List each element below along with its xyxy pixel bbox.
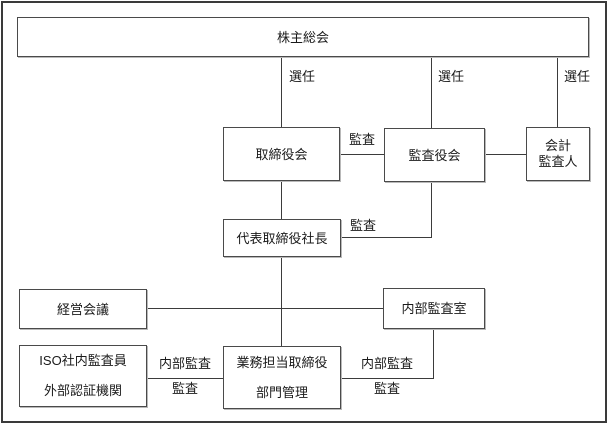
node-internal-audit-office: 内部監査室 xyxy=(383,288,485,329)
edge-label-audit-board-directors: 監査 xyxy=(349,132,376,147)
node-board-of-auditors: 監査役会 xyxy=(384,128,485,182)
connector-management-internal-audit xyxy=(147,308,383,309)
node-label-line1: ISO社内監査員 xyxy=(39,353,127,368)
node-label: 内部監査室 xyxy=(401,301,467,316)
node-label: 株主総会 xyxy=(276,29,329,45)
node-label: 代表取締役社長 xyxy=(236,230,328,246)
connector-shareholders-accounting-auditor xyxy=(557,57,558,127)
node-label-line2: 監査人 xyxy=(538,154,578,169)
connector-audit-board-accounting-auditor xyxy=(485,154,526,155)
connector-audit-board-president-vertical xyxy=(431,182,432,237)
node-label-line2: 部門管理 xyxy=(255,384,308,400)
node-management-council: 経営会議 xyxy=(19,289,147,329)
edge-label-appointment-3: 選任 xyxy=(564,69,591,84)
node-label-line1: 業務担当取締役 xyxy=(236,354,328,370)
node-label-line1: 会計 xyxy=(544,138,571,153)
node-label-line2: 外部認証機関 xyxy=(43,383,122,398)
node-board-of-directors: 取締役会 xyxy=(223,127,340,181)
connector-shareholders-board xyxy=(281,57,282,127)
node-operating-directors: 業務担当取締役 部門管理 xyxy=(223,346,341,409)
edge-label-left-audit: 監査 xyxy=(172,381,199,396)
edge-label-audit-board-president: 監査 xyxy=(350,218,377,233)
connector-iso-operations xyxy=(147,378,223,379)
connector-internal-audit-operations-horizontal xyxy=(341,378,434,379)
node-label: 経営会議 xyxy=(56,301,109,317)
edge-label-right-internal-audit: 内部監査 xyxy=(361,356,414,371)
connector-board-president xyxy=(281,181,282,219)
node-shareholders-meeting: 株主総会 xyxy=(17,17,589,57)
connector-audit-board-president-horizontal xyxy=(341,237,432,238)
node-label: 監査役会 xyxy=(408,147,461,163)
node-iso-internal-auditors: ISO社内監査員 外部認証機関 xyxy=(19,345,147,407)
node-representative-director-president: 代表取締役社長 xyxy=(223,219,341,257)
connector-internal-audit-operations-vertical xyxy=(433,329,434,379)
connector-shareholders-audit-board xyxy=(431,57,432,128)
edge-label-appointment-1: 選任 xyxy=(289,69,316,84)
edge-label-appointment-2: 選任 xyxy=(438,69,465,84)
edge-label-left-internal-audit: 内部監査 xyxy=(159,356,212,371)
node-accounting-auditor: 会計 監査人 xyxy=(526,127,590,181)
connector-president-operating-directors xyxy=(281,257,282,346)
node-label: 取締役会 xyxy=(255,146,308,162)
edge-label-right-audit: 監査 xyxy=(374,381,401,396)
connector-board-audit-board xyxy=(340,154,384,155)
